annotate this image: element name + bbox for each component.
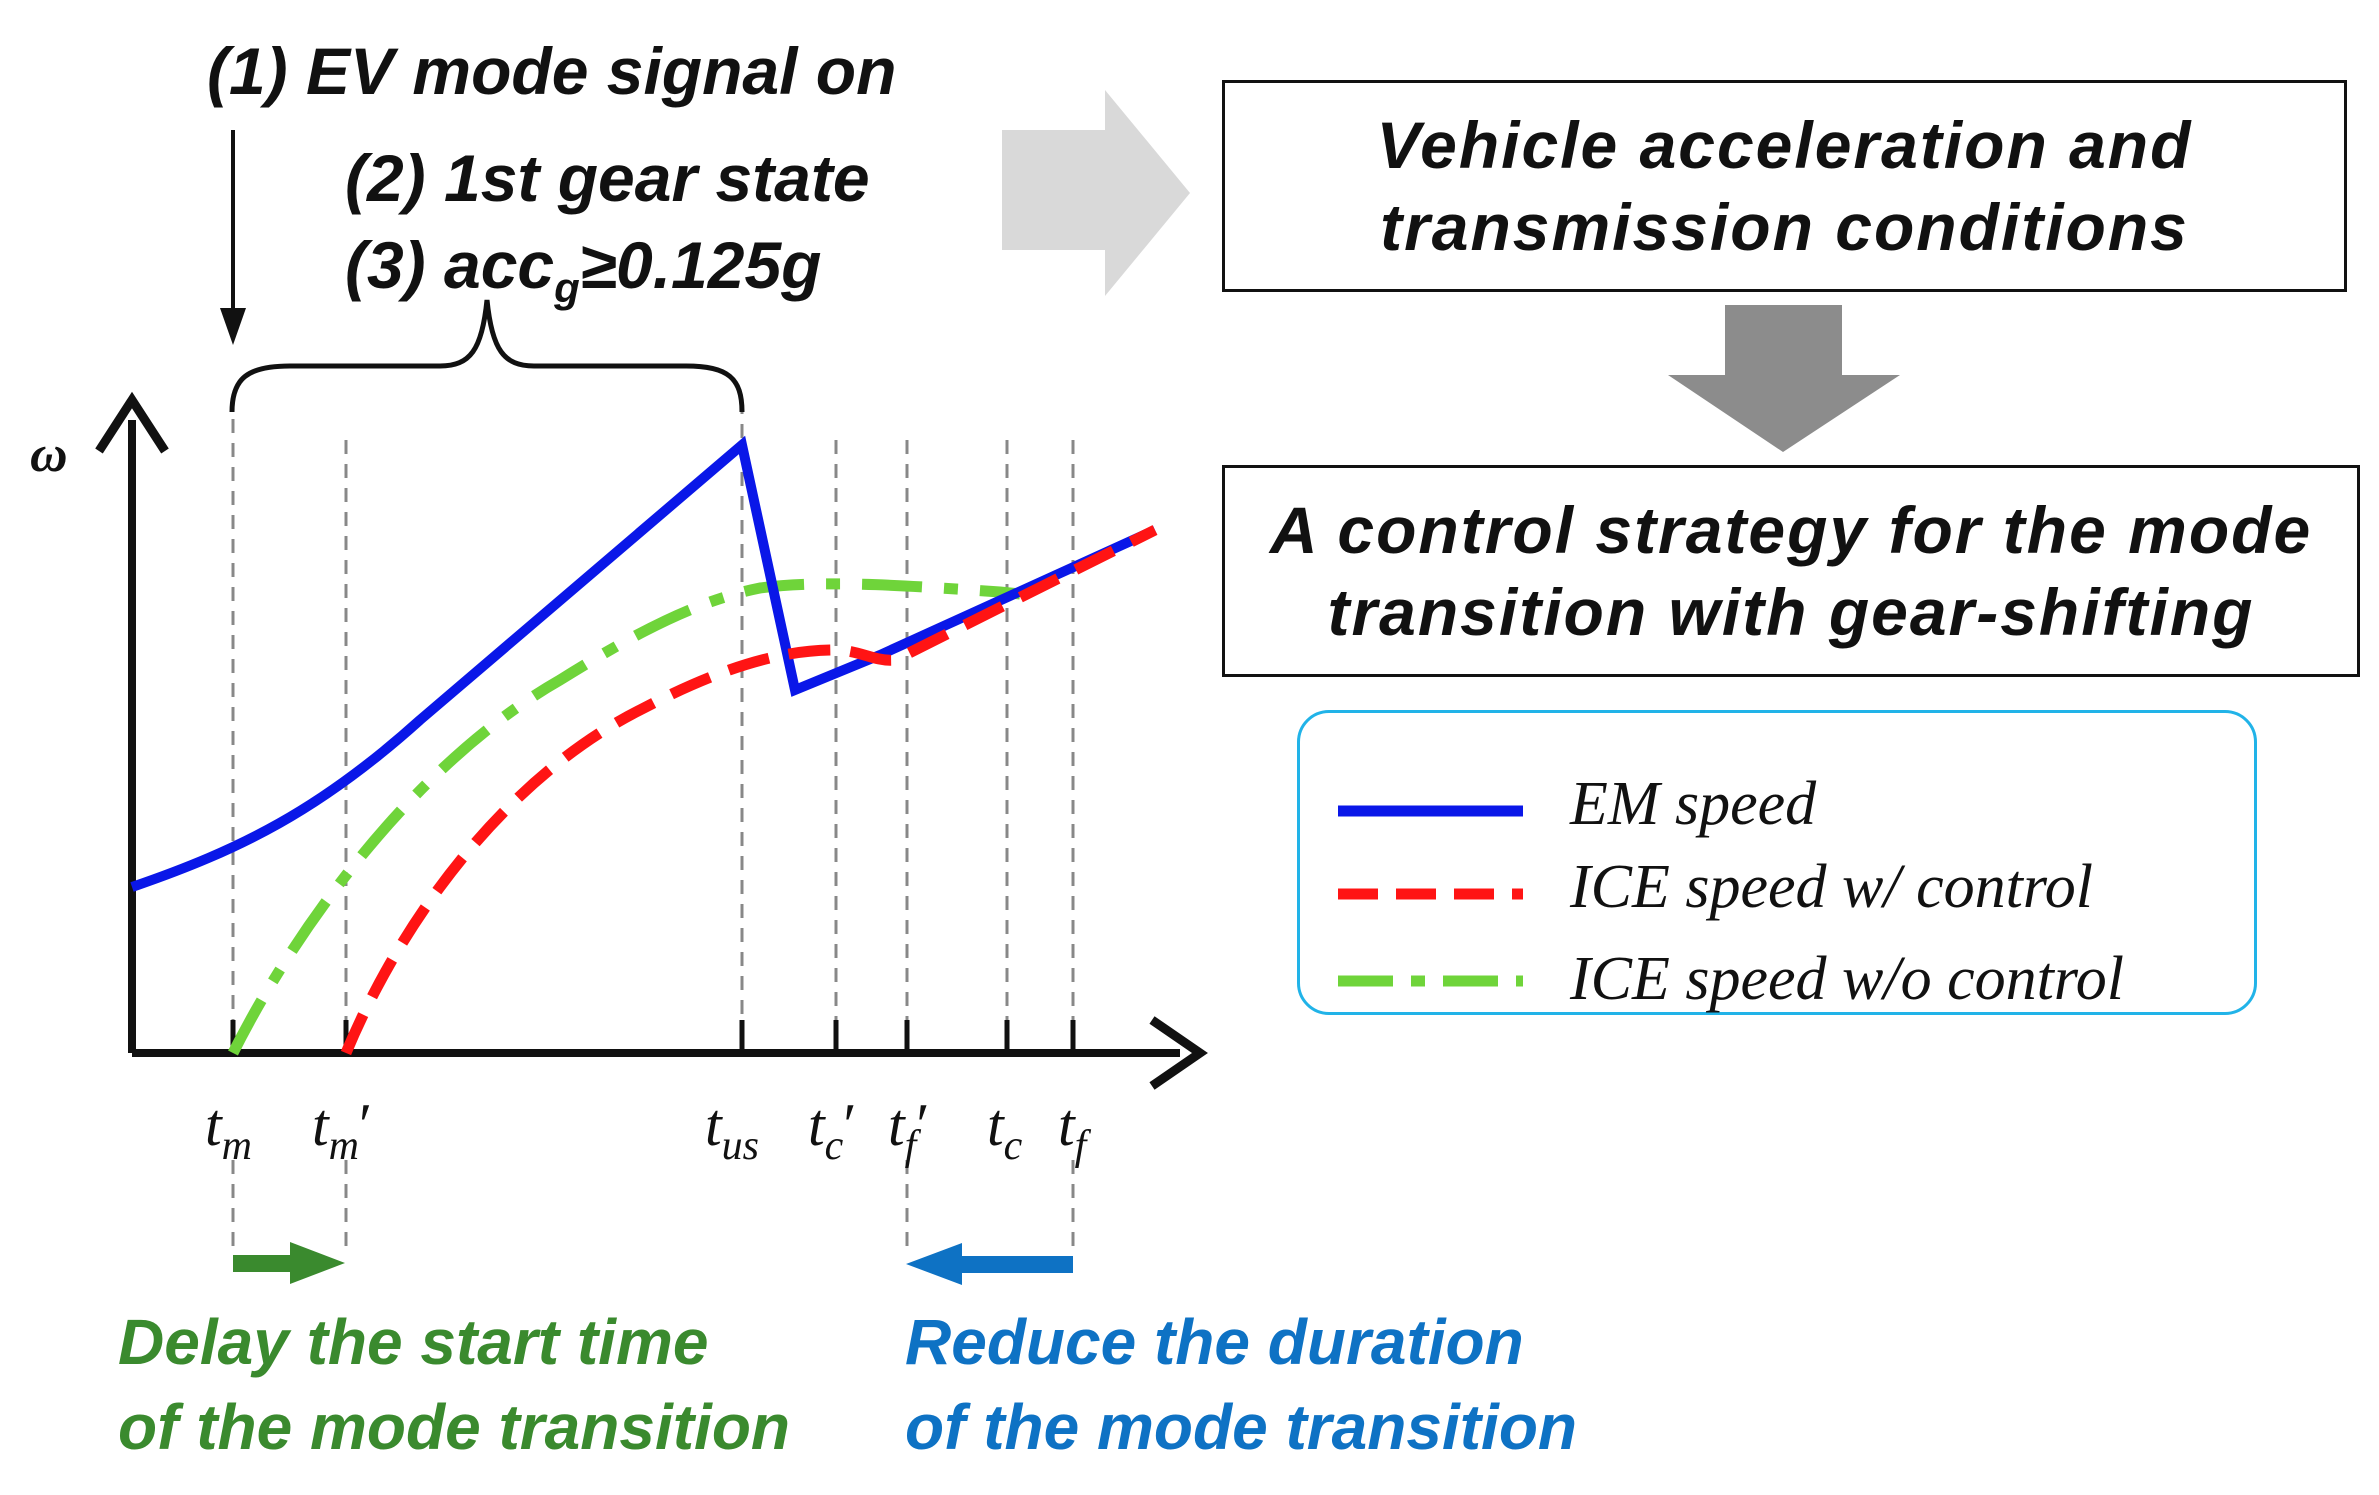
down-flow-arrow (1668, 305, 1900, 452)
tick-label-tc-prime: tc′ (808, 1092, 857, 1169)
ice-speed-without-control-curve (228, 578, 1021, 1056)
legend-label-ice-without-control: ICE speed w/o control (1570, 945, 2124, 1013)
ev-signal-arrow (220, 130, 246, 345)
ice-speed-with-control-curve (340, 525, 1158, 1056)
tick-label-tf-prime: tf′ (888, 1092, 930, 1169)
reduce-note-line-1: Reduce the duration (905, 1306, 1524, 1378)
control-strategy-line-2: transition with gear-shifting (1327, 575, 2255, 649)
x-axis-arrowhead (1149, 1016, 1208, 1090)
condition-ev-mode-signal: (1) EV mode signal on (207, 34, 897, 108)
control-strategy-box: A control strategy for the mode transiti… (1222, 465, 2360, 677)
control-strategy-line-1: A control strategy for the mode (1269, 493, 2313, 567)
legend-item-ice-with-control: ICE speed w/ control (1300, 846, 2260, 926)
reduce-note-line-2: of the mode transition (905, 1391, 1577, 1463)
em-speed-curve (130, 435, 1158, 892)
delay-arrow (233, 1242, 345, 1284)
tick-label-tm-prime: tm′ (312, 1092, 373, 1169)
tick-label-tus: tus (705, 1092, 760, 1169)
right-flow-arrow (1002, 90, 1190, 296)
condition-acceleration: (3) accg≥0.125g (345, 228, 822, 311)
tick-label-tf: tf (1058, 1092, 1087, 1169)
legend-label-em-speed: EM speed (1570, 770, 1817, 838)
vehicle-conditions-line-1: Vehicle acceleration and (1376, 108, 2193, 182)
tick-label-tc: tc (987, 1092, 1023, 1169)
condition-first-gear: (2) 1st gear state (345, 141, 870, 215)
y-axis-label: ω (30, 426, 68, 483)
legend-label-ice-with-control: ICE speed w/ control (1570, 853, 2093, 921)
legend-swatch-solid (1338, 805, 1523, 817)
condition-brace (229, 299, 745, 413)
legend-swatch-dash-dot (1338, 975, 1523, 987)
legend: EM speed ICE speed w/ control ICE speed … (1297, 710, 2257, 1015)
legend-swatch-dashed (1338, 888, 1523, 900)
legend-item-em-speed: EM speed (1300, 763, 2260, 843)
delay-note-line-1: Delay the start time (118, 1306, 709, 1378)
legend-item-ice-without-control: ICE speed w/o control (1300, 938, 2260, 1018)
y-axis-arrowhead (95, 391, 169, 454)
reduce-arrow (906, 1243, 1073, 1285)
vehicle-conditions-line-2: transmission conditions (1380, 190, 2189, 264)
vehicle-conditions-box: Vehicle acceleration and transmission co… (1222, 80, 2347, 292)
delay-note-line-2: of the mode transition (118, 1391, 790, 1463)
tick-label-tm: tm (205, 1092, 253, 1169)
time-guide-lines (231, 395, 1075, 1255)
